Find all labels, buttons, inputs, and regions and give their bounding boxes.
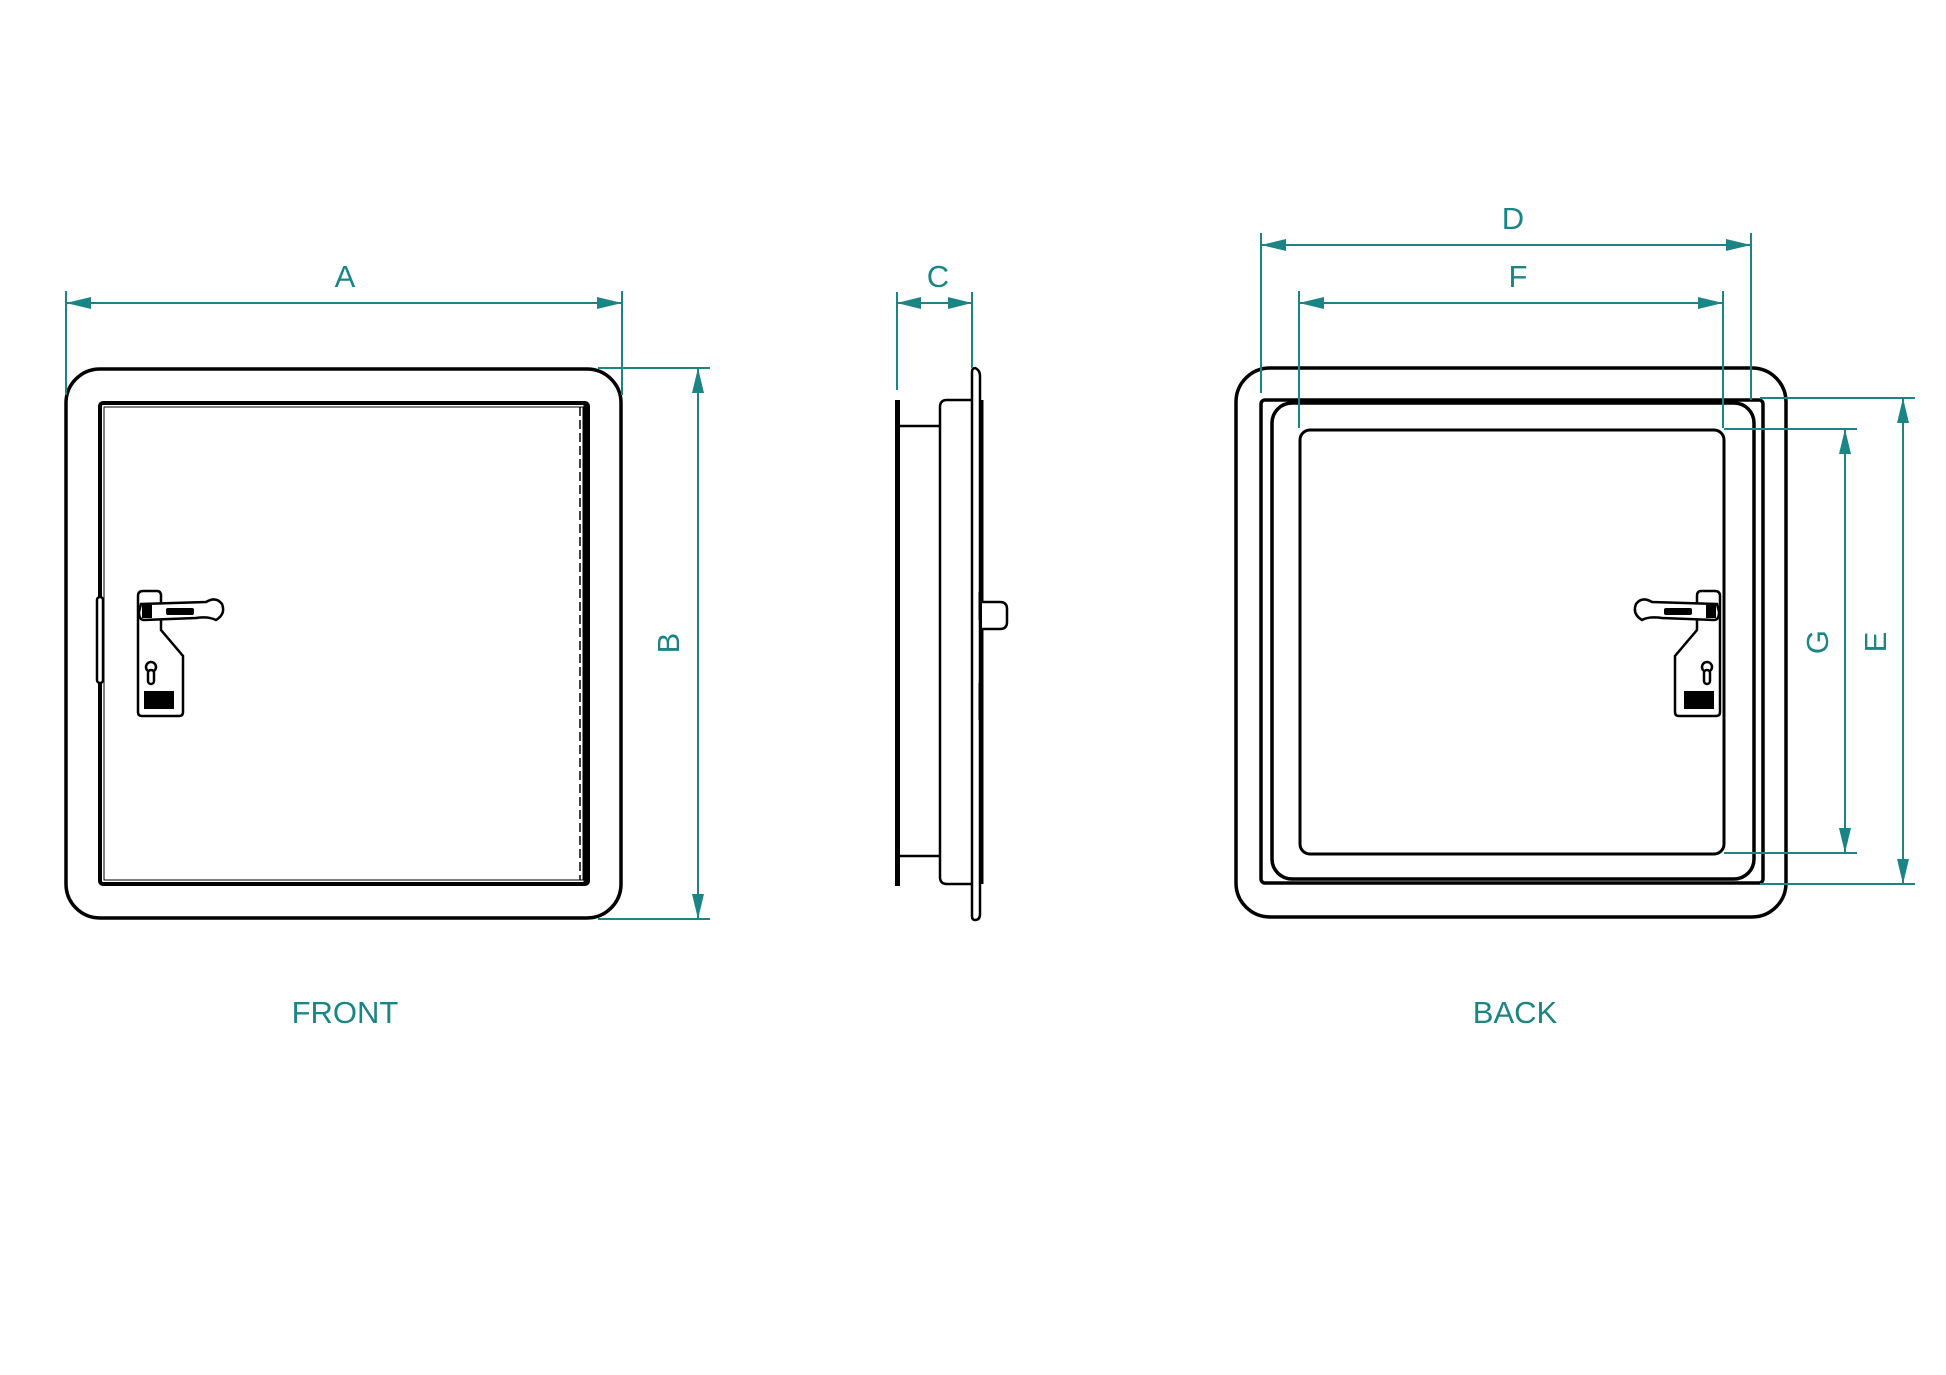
front-view: A B FRONT [64, 259, 710, 1030]
side-front-plate [970, 366, 982, 922]
dimension-B: B [598, 367, 710, 920]
dimension-label-C: C [927, 259, 949, 294]
front-latch-icon [136, 589, 225, 718]
back-view: D F E G BACK [1234, 201, 1915, 1030]
side-body [938, 398, 972, 886]
hinge-icon [95, 595, 105, 685]
dimension-label-G: G [1800, 630, 1835, 654]
side-flange [895, 400, 900, 886]
knob-icon [982, 600, 1009, 631]
side-view: C [895, 259, 1009, 922]
back-latch-icon [1633, 589, 1722, 718]
dimension-F: F [1298, 259, 1724, 428]
back-view-label: BACK [1473, 995, 1558, 1030]
dimension-label-F: F [1509, 259, 1528, 294]
dimension-E: E [1760, 397, 1915, 885]
dimension-label-E: E [1858, 632, 1893, 653]
dimension-label-D: D [1502, 201, 1524, 236]
dimension-A: A [65, 259, 623, 395]
front-view-label: FRONT [292, 995, 399, 1030]
dimension-label-A: A [335, 259, 356, 294]
back-panel [1298, 428, 1726, 856]
dimension-D: D [1260, 201, 1752, 400]
dimension-G: G [1724, 428, 1857, 854]
dimension-C: C [896, 259, 973, 390]
dimension-label-B: B [651, 633, 686, 654]
